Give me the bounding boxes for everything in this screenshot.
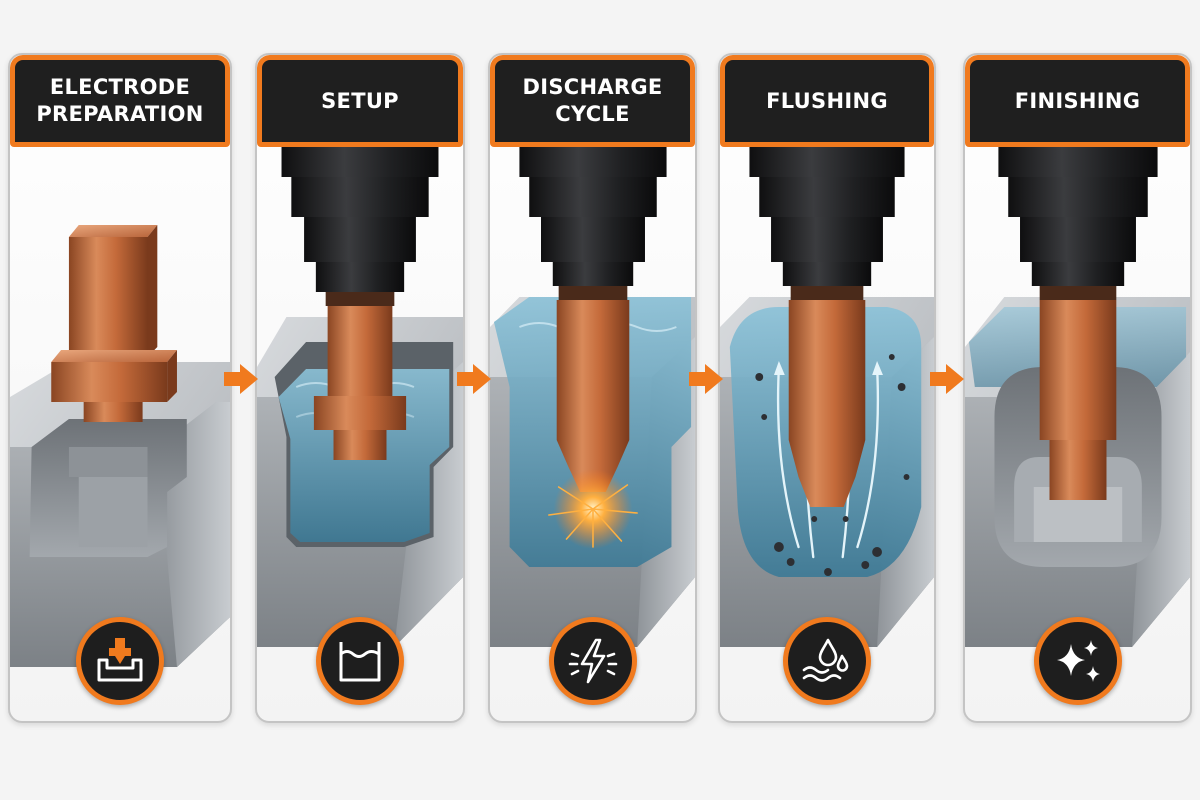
electrode-mold-icon: [76, 617, 164, 705]
sparkle-icon: [1033, 617, 1122, 705]
spark-bolt-icon: [548, 617, 637, 705]
step-header: ELECTRODE PREPARATION: [10, 55, 230, 147]
step-header: FLUSHING: [720, 55, 934, 147]
dielectric-tank-icon: [316, 617, 404, 705]
finishing-illustration: [965, 147, 1190, 721]
flow-arrow-4: [930, 362, 964, 396]
step-header: DISCHARGE CYCLE: [490, 55, 695, 147]
step-setup: SETUP: [255, 53, 465, 723]
flow-arrow-2: [457, 362, 491, 396]
step-finishing: FINISHING: [963, 53, 1192, 723]
step-header: FINISHING: [965, 55, 1190, 147]
step-title: FLUSHING: [766, 88, 888, 113]
electrode-preparation-illustration: [10, 147, 230, 721]
flow-arrow-1: [224, 362, 258, 396]
water-drops-icon: [783, 617, 871, 705]
step-header: SETUP: [257, 55, 463, 147]
step-title: SETUP: [321, 88, 399, 113]
step-discharge-cycle: DISCHARGE CYCLE: [488, 53, 697, 723]
step-title: ELECTRODE PREPARATION: [36, 75, 204, 126]
flushing-illustration: [720, 147, 934, 721]
setup-illustration: [257, 147, 463, 721]
flow-arrow-3: [689, 362, 723, 396]
discharge-cycle-illustration: [490, 147, 695, 721]
step-electrode-preparation: ELECTRODE PREPARATION: [8, 53, 232, 723]
step-flushing: FLUSHING: [718, 53, 936, 723]
step-title: FINISHING: [1014, 88, 1141, 113]
step-title: DISCHARGE CYCLE: [522, 75, 663, 126]
